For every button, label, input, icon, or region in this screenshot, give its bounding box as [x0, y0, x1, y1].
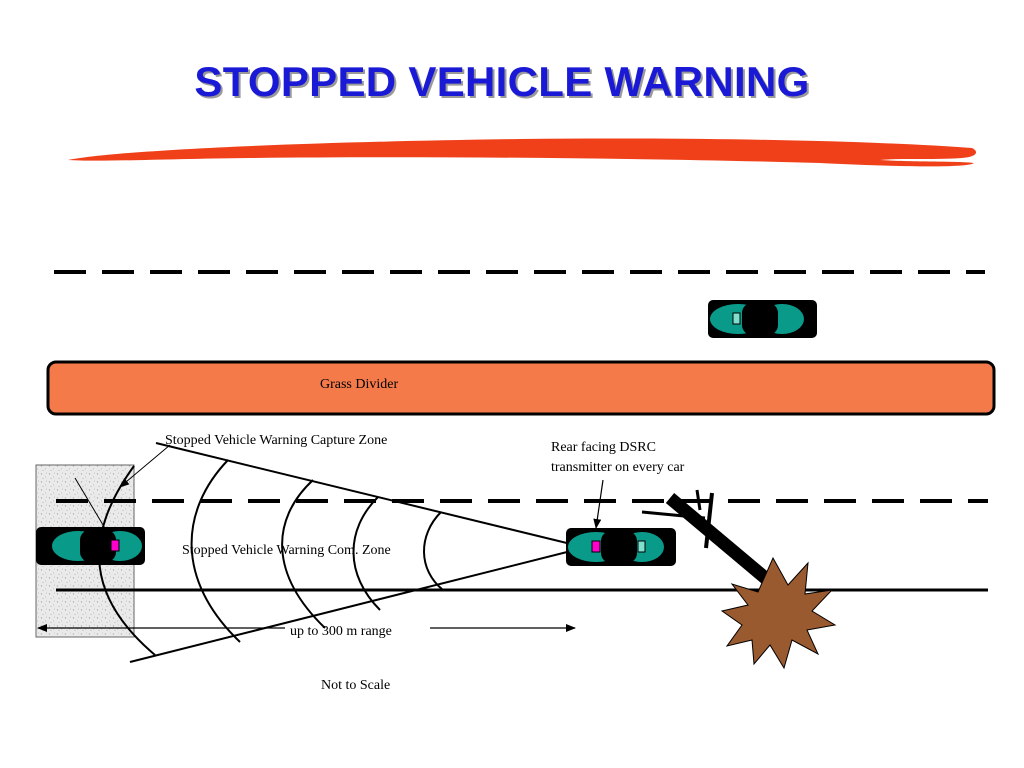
signal-arc	[281, 479, 326, 629]
signal-arc	[98, 465, 156, 656]
approaching-car-icon	[36, 527, 145, 565]
stopped-car-icon	[566, 528, 676, 566]
capture-zone-label: Stopped Vehicle Warning Capture Zone	[165, 433, 387, 448]
crash-burst-icon	[720, 556, 837, 670]
com-zone-label: Stopped Vehicle Warning Com. Zone	[182, 543, 391, 558]
capture-zone-upper-edge	[155, 442, 576, 546]
capture-zone-leader-line	[119, 444, 171, 488]
oncoming-car-icon	[708, 300, 817, 338]
signal-arc	[190, 459, 241, 643]
dsrc-label-line2: transmitter on every car	[551, 460, 685, 475]
signal-wave-arcs	[98, 459, 444, 656]
signal-arc	[423, 511, 444, 591]
grass-divider-label: Grass Divider	[320, 377, 398, 392]
dsrc-pointer-arrow	[593, 479, 604, 529]
grass-divider	[46, 360, 996, 416]
slide-title: STOPPED VEHICLE WARNING	[194, 58, 810, 105]
range-label: up to 300 m range	[290, 624, 392, 639]
signal-arc	[352, 496, 381, 611]
capture-zone-lower-edge	[129, 549, 576, 663]
not-to-scale-note: Not to Scale	[321, 678, 390, 693]
skid-marks	[641, 489, 775, 587]
dsrc-label-line1: Rear facing DSRC	[551, 440, 656, 455]
title-underline	[68, 138, 977, 167]
